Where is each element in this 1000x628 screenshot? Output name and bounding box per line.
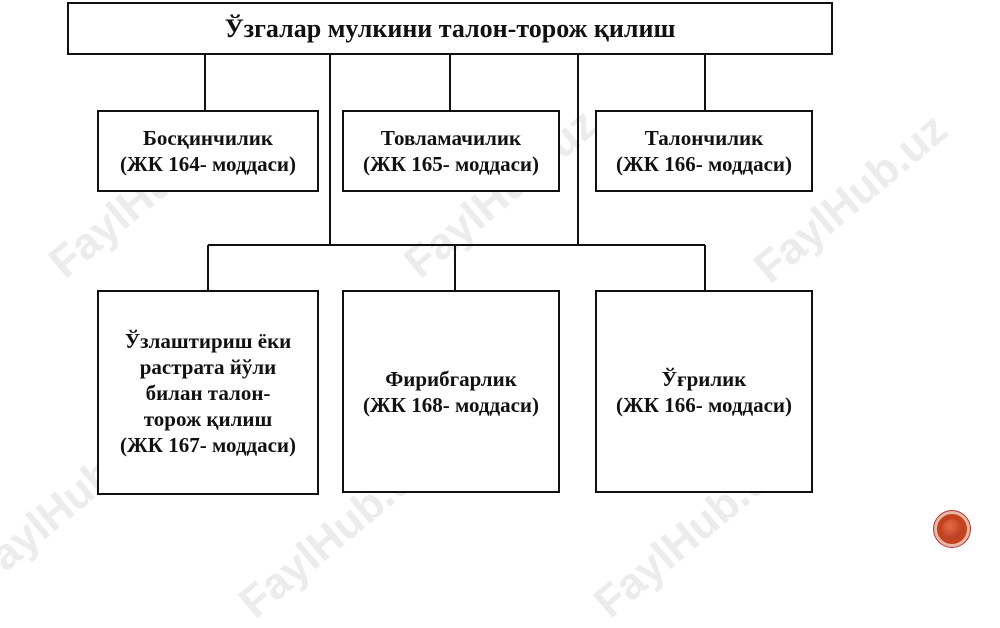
box-fraud: Фирибгарлик (ЖК 168- моддаси)	[342, 290, 560, 493]
box-extortion-article: (ЖК 165- моддаси)	[362, 152, 540, 176]
box-extortion-title: Товламачилик	[380, 126, 522, 150]
box-theft-title: Ўғрилик	[661, 366, 747, 391]
box-embezzlement-line-2: растрата йўли	[139, 354, 277, 379]
box-robbery-title: Босқинчилик	[143, 126, 273, 150]
box-fraud-title: Фирибгарлик	[385, 366, 517, 391]
box-robbery-article: (ЖК 164- моддаси)	[119, 152, 297, 176]
slide-nav-button[interactable]	[934, 511, 970, 547]
box-embezzlement-line-4: торож қилиш	[143, 406, 273, 431]
box-theft-article: (ЖК 166- моддаси)	[615, 392, 793, 417]
box-plunder-title: Талончилик	[644, 126, 764, 150]
box-theft: Ўғрилик (ЖК 166- моддаси)	[595, 290, 813, 493]
connector-lines	[204, 55, 706, 290]
box-embezzlement-line-1: Ўзлаштириш ёки	[124, 328, 292, 353]
nav-circle-icon	[942, 519, 962, 539]
box-embezzlement-line-5: (ЖК 167- моддаси)	[119, 432, 297, 457]
box-embezzlement: Ўзлаштириш ёки растрата йўли билан талон…	[97, 290, 319, 495]
root-label: Ўзгалар мулкини талон-торож қилиш	[224, 13, 676, 43]
box-plunder: Талончилик (ЖК 166- моддаси)	[595, 110, 813, 192]
box-embezzlement-line-3: билан талон-	[145, 380, 271, 405]
box-robbery: Босқинчилик (ЖК 164- моддаси)	[97, 110, 319, 192]
box-plunder-article: (ЖК 166- моддаси)	[615, 152, 793, 176]
box-extortion: Товламачилик (ЖК 165- моддаси)	[342, 110, 560, 192]
root-box: Ўзгалар мулкини талон-торож қилиш	[67, 2, 833, 55]
box-fraud-article: (ЖК 168- моддаси)	[362, 392, 540, 417]
